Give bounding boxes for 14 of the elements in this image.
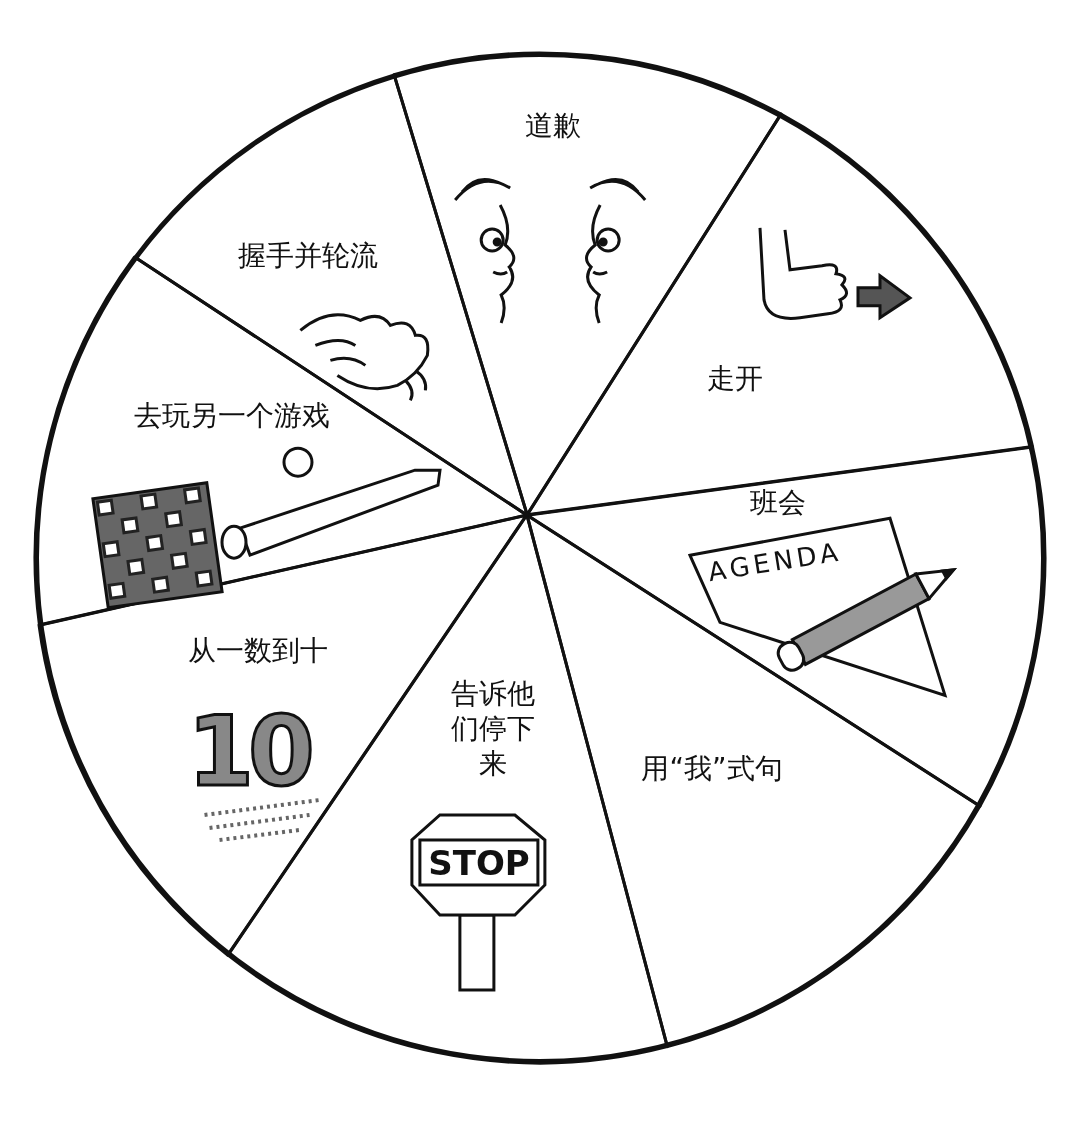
segment-label: 走开	[707, 360, 763, 396]
segment-label: 班会	[750, 484, 806, 520]
wheel-segment	[134, 74, 527, 515]
agenda-heading: AGENDA	[705, 535, 845, 589]
stop-sign-text: STOP	[428, 841, 530, 885]
number-ten: 10	[187, 695, 309, 810]
segment-label: 用“我”式句	[641, 750, 783, 786]
segment-label: 告诉他们停下来	[450, 675, 536, 781]
wheel-segment	[527, 114, 1033, 515]
wheel	[35, 53, 1045, 1063]
segment-label: 从一数到十	[188, 632, 328, 668]
segment-label: 道歉	[525, 107, 581, 143]
segment-label: 去玩另一个游戏	[134, 397, 330, 433]
segment-label: 握手并轮流	[238, 237, 378, 273]
